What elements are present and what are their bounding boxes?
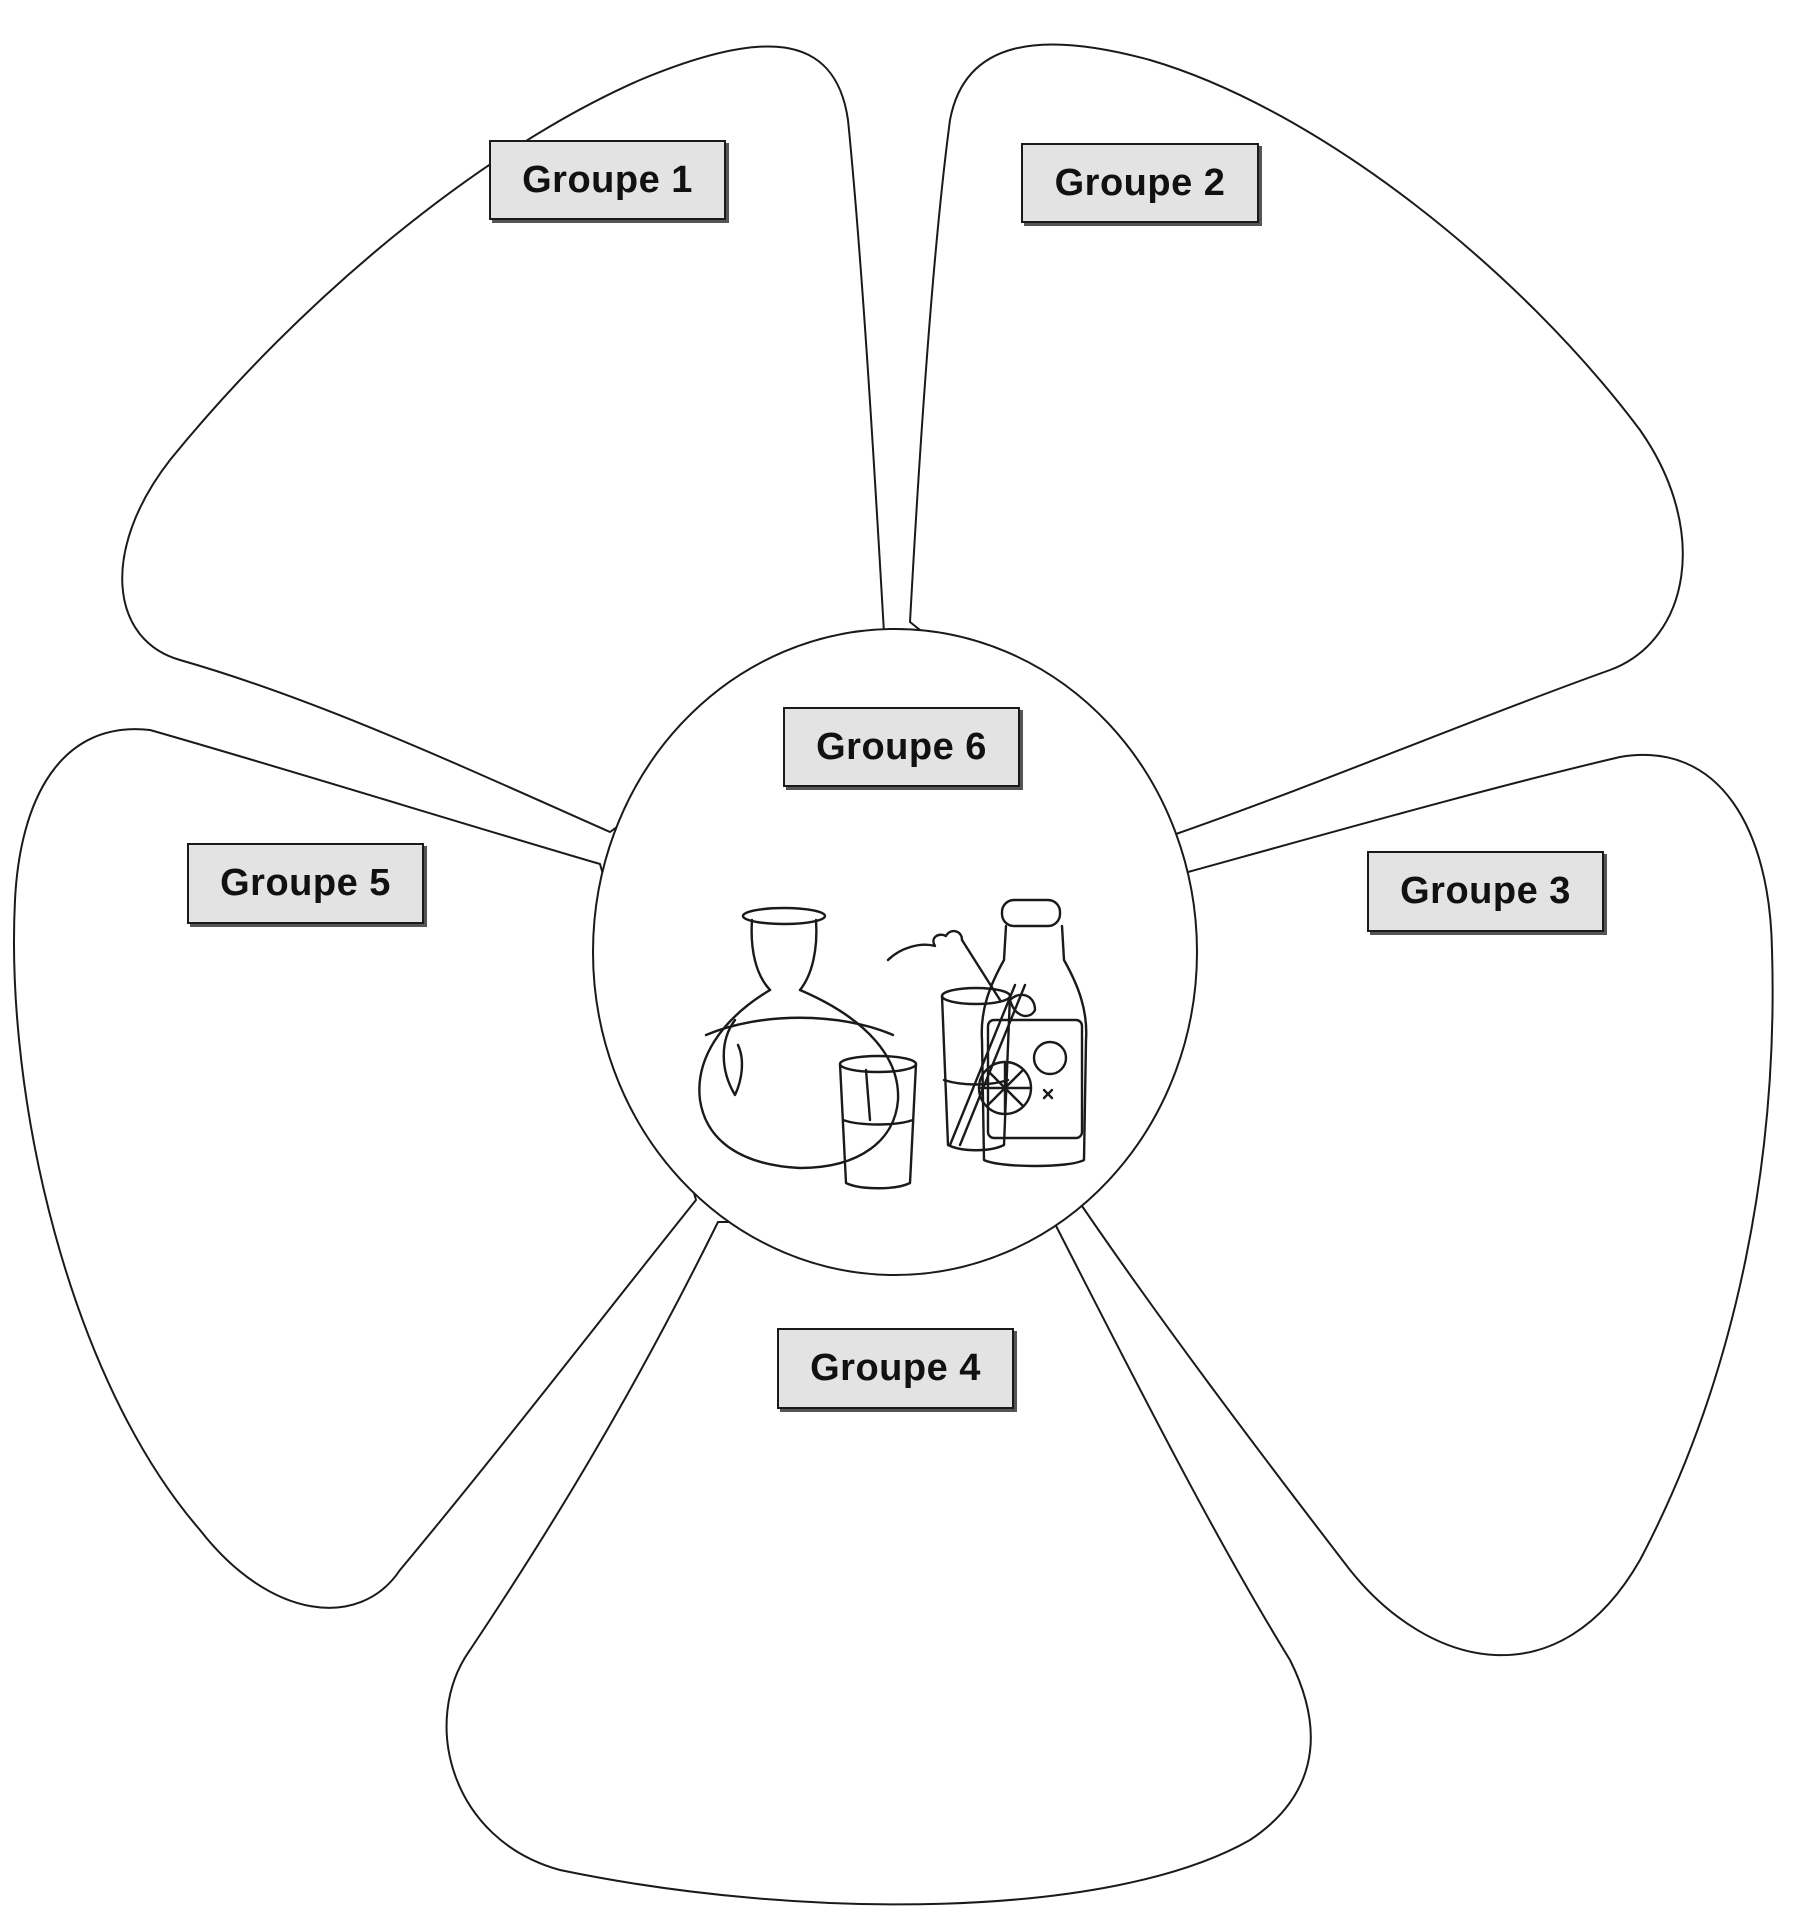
center-circle bbox=[592, 628, 1198, 1276]
drinks-icon bbox=[698, 898, 1088, 1190]
label-groupe-4: Groupe 4 bbox=[777, 1328, 1014, 1409]
petal-groupe-2 bbox=[909, 43, 1684, 835]
label-groupe-2: Groupe 2 bbox=[1021, 143, 1259, 223]
glass-icon bbox=[838, 1054, 918, 1190]
label-groupe-5: Groupe 5 bbox=[187, 843, 424, 924]
bottle-icon bbox=[977, 898, 1088, 1168]
petal-groupe-4 bbox=[445, 1221, 1312, 1906]
label-groupe-1: Groupe 1 bbox=[489, 140, 726, 220]
label-groupe-6: Groupe 6 bbox=[783, 707, 1020, 787]
petal-groupe-5 bbox=[13, 728, 697, 1609]
label-groupe-3: Groupe 3 bbox=[1367, 851, 1604, 932]
petal-groupe-3 bbox=[1081, 754, 1774, 1657]
carafe-icon bbox=[698, 906, 900, 1170]
petal-groupe-1 bbox=[121, 45, 885, 833]
